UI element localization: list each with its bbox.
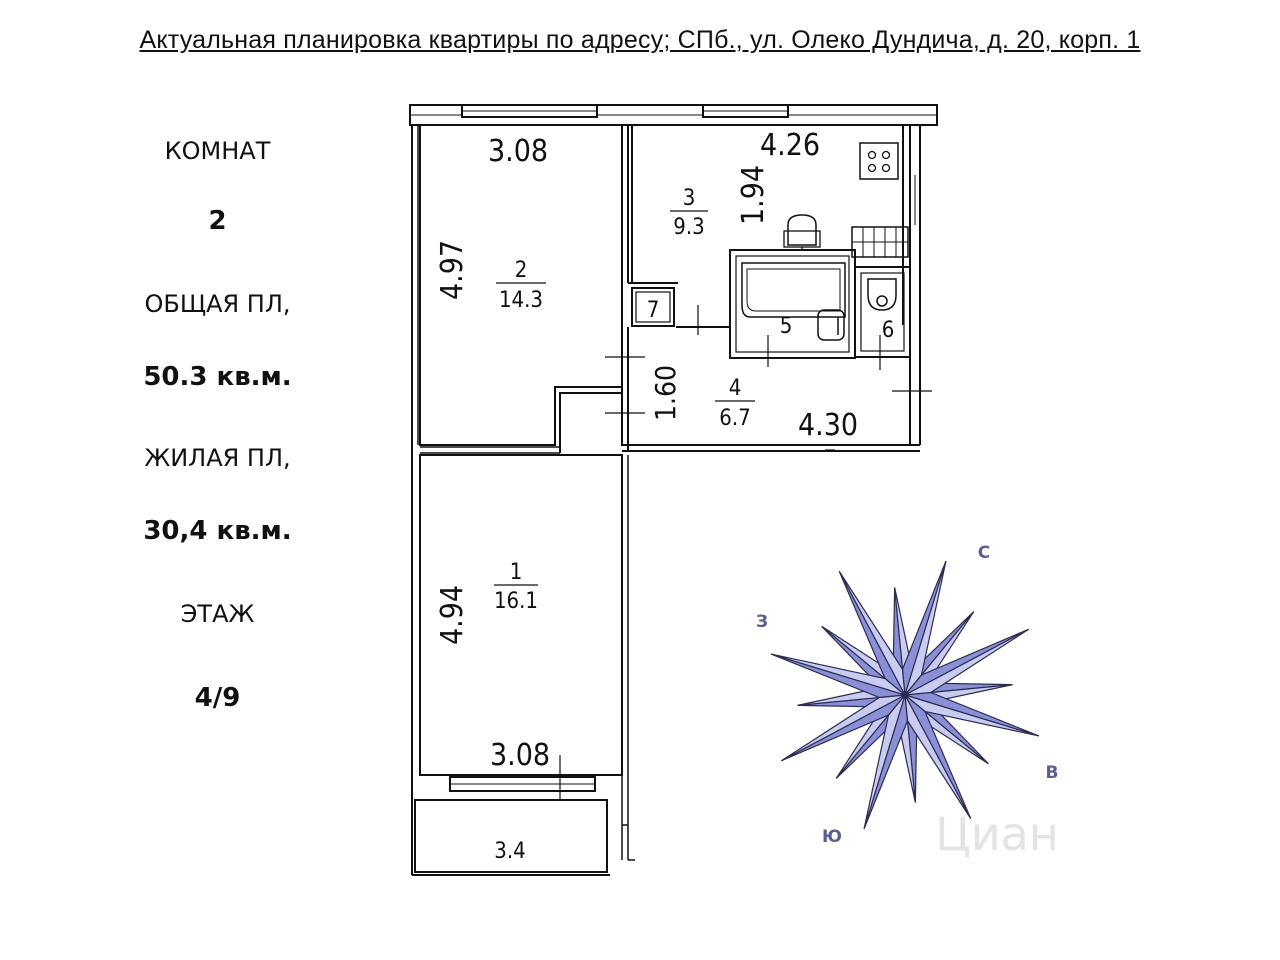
page-title: Актуальная планировка квартиры по адресу… [139,26,1141,54]
room4-width-label: 1.60 [649,365,682,421]
room2-area: 14.3 [499,288,543,313]
room3-area: 9.3 [673,215,704,240]
plan-walls [409,104,938,876]
room4-length-label: 4.30 [798,408,858,443]
room4-area: 6.7 [719,406,750,431]
room5-number: 5 [780,314,793,339]
floor-plan: 3.08 4.97 2 14.3 4.26 1.94 3 9.3 7 5 6 1… [409,104,938,876]
room4-number: 4 [729,376,742,401]
room3-number: 3 [683,186,696,211]
total-area-label: ОБЩАЯ ПЛ, [144,290,291,318]
compass-north: С [978,543,990,563]
compass-ray [770,653,906,696]
room3-width-label: 4.26 [760,128,820,163]
compass-center [901,691,909,699]
compass-east: В [1046,763,1059,783]
compass-south: Ю [822,827,842,847]
room3-length-label: 1.94 [736,165,771,225]
room1-length-label: 4.94 [435,585,470,645]
living-area-value: 30,4 кв.м. [143,516,292,546]
balcony-size: 3.4 [494,839,525,864]
room1-width-label: 3.08 [490,738,550,773]
compass-rose: Циан С З В Ю [756,543,1059,860]
room1-area: 16.1 [494,589,538,614]
watermark-text: Циан [935,807,1059,860]
rooms-value: 2 [208,206,227,236]
room2-length-label: 4.97 [435,240,470,300]
room2-width-label: 3.08 [488,134,548,169]
room2-number: 2 [515,258,528,283]
living-area-label: ЖИЛАЯ ПЛ, [144,444,291,472]
floor-label: ЭТАЖ [180,600,255,628]
plan-labels: 3.08 4.97 2 14.3 4.26 1.94 3 9.3 7 5 6 1… [435,128,894,864]
room1-number: 1 [510,560,523,585]
floor-value: 4/9 [194,683,241,713]
compass-west: З [756,612,768,632]
room6-number: 6 [882,318,895,343]
compass-rays [770,560,1040,830]
room7-number: 7 [647,298,660,323]
rooms-label: КОМНАТ [164,137,271,165]
total-area-value: 50.3 кв.м. [143,362,292,392]
